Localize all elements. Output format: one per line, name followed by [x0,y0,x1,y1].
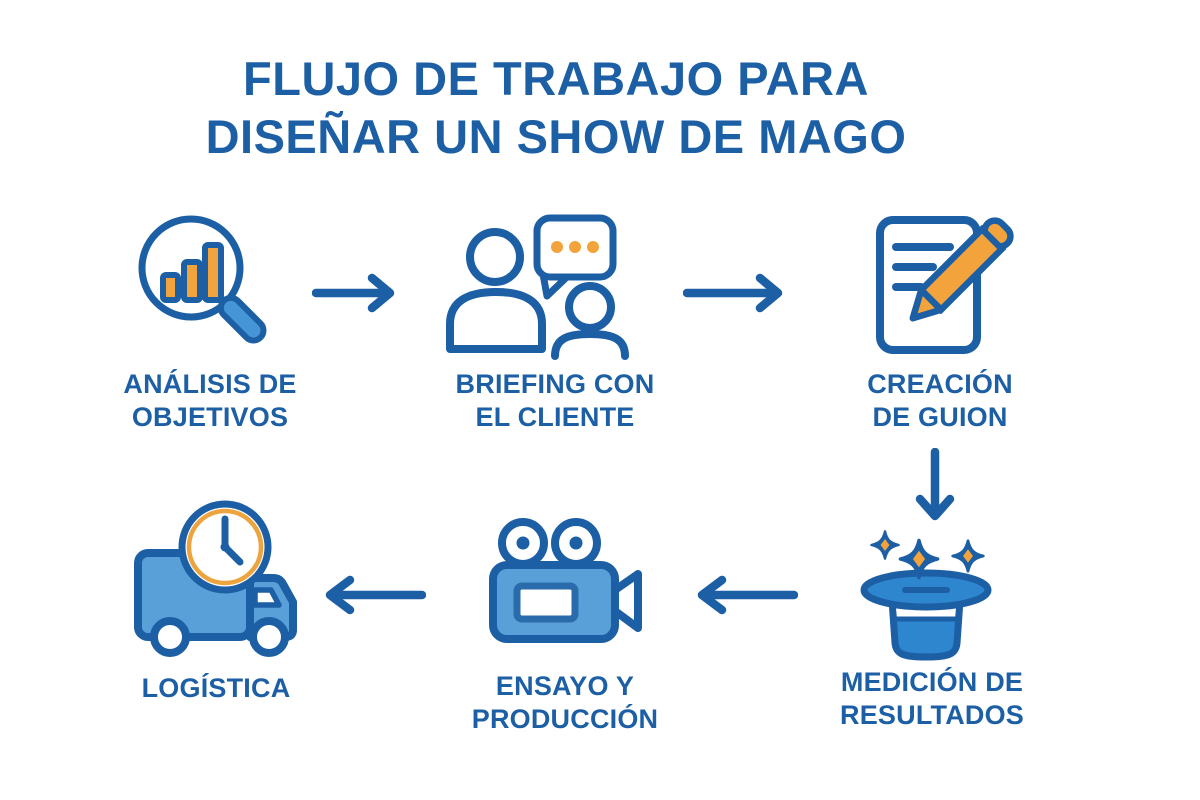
sparkle-icon [951,539,985,573]
arrow-left-icon [325,575,426,615]
sparkle-icon [898,538,940,580]
step-label-analisis-de-objetivos: ANÁLISIS DE OBJETIVOS [123,369,297,432]
page-title: FLUJO DE TRABAJO PARA DISEÑAR UN SHOW DE… [0,50,1112,167]
magic-hat-sparkles-icon [860,530,992,661]
sparkle-icon [870,530,900,560]
arrow-right-icon [312,273,395,313]
arrow-right-icon [683,273,783,313]
arrow-down-icon [915,448,955,521]
step-label-creacion-de-guion: CREACIÓN DE GUION [867,369,1013,432]
page-title-line1: FLUJO DE TRABAJO PARA [243,52,869,105]
video-camera-icon [489,518,642,643]
step-label-medicion-de-resultados: MEDICIÓN DE RESULTADOS [840,667,1024,730]
page-title-line2: DISEÑAR UN SHOW DE MAGO [205,110,907,164]
step-label-logistica: LOGÍSTICA [141,673,291,703]
step-label-briefing-con-el-cliente: BRIEFING CON EL CLIENTE [455,369,655,432]
arrow-left-icon [697,575,798,615]
people-speech-bubble-icon [446,214,629,360]
magnifier-bar-chart-icon [138,215,267,344]
step-label-ensayo-y-produccion: ENSAYO Y PRODUCCIÓN [471,671,659,734]
delivery-truck-clock-icon [134,500,297,657]
document-pencil-icon [876,216,1014,354]
